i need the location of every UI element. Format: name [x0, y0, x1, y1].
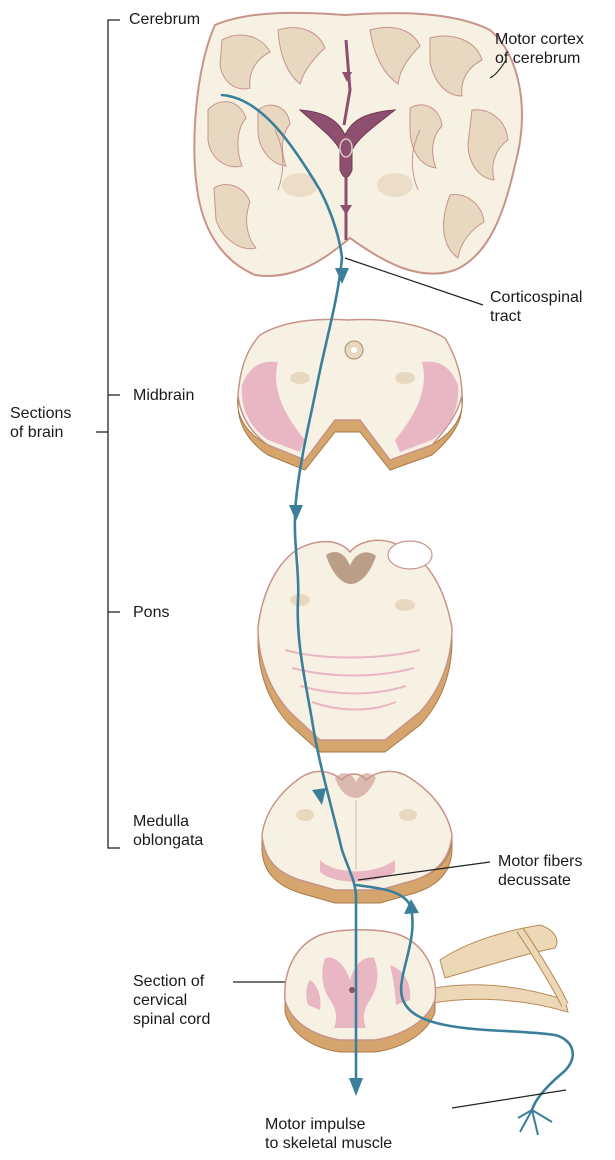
- corticospinal-tract-label: Corticospinal tract: [490, 288, 582, 326]
- sections-of-brain-label: Sections of brain: [10, 404, 71, 442]
- pons-section: [258, 540, 452, 752]
- sections-bracket: [96, 20, 120, 848]
- motor-fibers-decussate-label: Motor fibers decussate: [498, 852, 582, 890]
- cerebrum-label: Cerebrum: [129, 10, 200, 29]
- pons-label: Pons: [133, 603, 169, 622]
- medulla-oblongata-label: Medulla oblongata: [133, 812, 203, 850]
- motor-impulse-label: Motor impulse to skeletal muscle: [265, 1115, 392, 1153]
- motor-cortex-label: Motor cortex of cerebrum: [495, 30, 584, 68]
- muscle-endings: [518, 1110, 552, 1135]
- midbrain-section: [238, 319, 463, 470]
- cerebrum-section: [194, 13, 522, 276]
- spinal-cord-section-label: Section of cervical spinal cord: [133, 972, 210, 1029]
- midbrain-label: Midbrain: [133, 386, 194, 405]
- medulla-section: [262, 771, 452, 903]
